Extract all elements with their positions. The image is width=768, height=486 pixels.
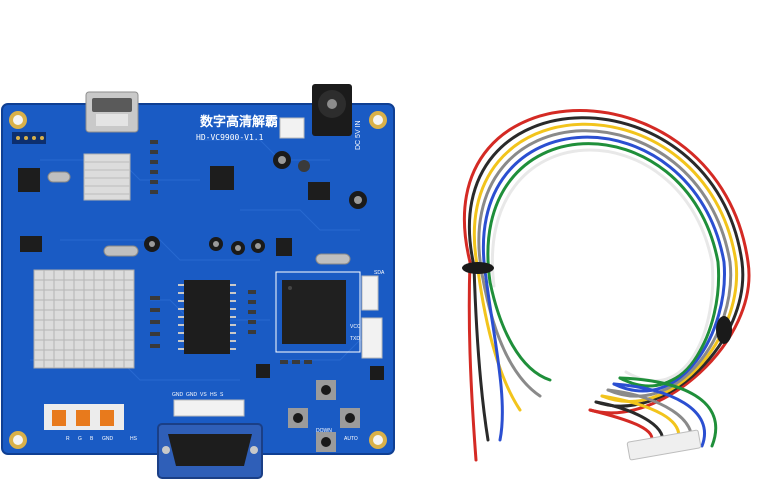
cable-bundle [462,109,751,462]
pin-header [12,132,46,144]
smd-components [150,140,312,364]
power-label: DC 5V IN [355,120,362,150]
vga-connector [157,423,263,479]
signal-header: GND GND VS HS S [172,392,245,417]
cable-connector [626,429,702,461]
ic-chip [276,238,292,256]
ic-chip [308,182,330,200]
header-label: GND [172,392,184,398]
wire-red [462,109,751,415]
connector-label: SDA [374,270,385,276]
ic-chip [18,168,40,192]
button-label: DOWN [316,428,332,434]
tactile-buttons [288,380,360,452]
ic-chip [20,236,42,252]
header-label: VS [200,392,207,398]
crystal-oscillator [315,253,351,265]
ic-chip [256,364,270,378]
wire-blue [482,135,726,393]
wire-green [486,142,721,388]
memory-chip [178,280,236,354]
small-heatsink [83,153,131,201]
hdmi-connector [85,91,139,133]
crystal-oscillator [47,171,71,183]
mounting-holes [9,111,387,449]
cable-tie [462,262,494,274]
wire-gray [477,129,733,398]
side-connector [361,317,383,359]
rgb-trimmers [44,404,124,430]
dc-power-jack [312,84,352,136]
connector-label: VCC [350,324,361,330]
board-model: HD-VC9900-V1.1 [196,133,264,142]
pcb-board: DC 5V IN 数字高清解霸 HD-VC9900-V1.1 [1,84,395,479]
capacitors [144,151,367,255]
wire-white [490,148,715,383]
two-pin-header [279,117,305,139]
rgb-label: B [90,436,94,442]
crystal-oscillator [103,245,139,257]
header-label: HS [210,392,218,398]
jumper [370,366,384,380]
rgb-label: GND [102,436,114,442]
button-label: AUTO [344,436,358,442]
header-label: S [220,392,224,398]
side-connector [361,275,379,311]
board-title: 数字高清解霸 [200,114,278,129]
wire-yellow [472,122,739,403]
header-label: GND [186,392,198,398]
rgb-label: R [66,436,70,442]
large-heatsink [33,269,135,369]
cable-tie [716,316,732,344]
connector-label: TXD [350,336,360,342]
wire-black [467,116,745,408]
main-controller-chip [275,271,361,353]
ic-chip [210,166,234,190]
rgb-label: G [78,436,82,442]
rgb-label: HS [130,436,138,442]
